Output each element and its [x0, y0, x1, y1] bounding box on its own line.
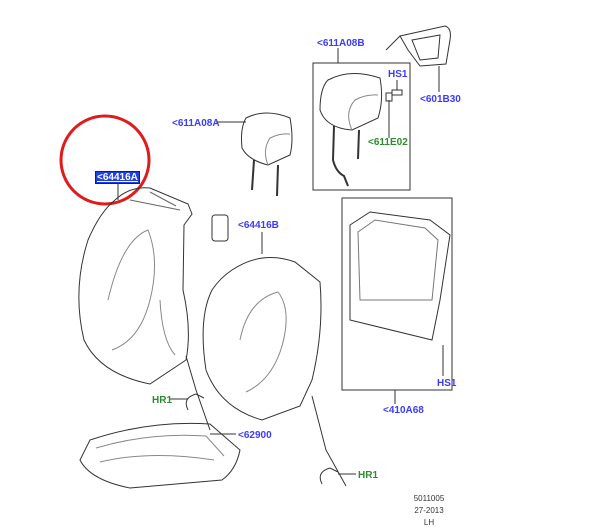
label-62900[interactable]: <62900	[238, 430, 272, 441]
label-601B30[interactable]: <601B30	[420, 94, 461, 105]
hr1-clip-right	[319, 467, 339, 485]
footer-code: 5011005	[413, 494, 445, 503]
headrest-box	[312, 62, 411, 191]
footer-date: 27-2013	[414, 506, 444, 515]
switch-part	[211, 214, 229, 242]
label-hs1-top[interactable]: HS1	[388, 69, 408, 80]
label-64416A-selected[interactable]: <64416A	[95, 171, 140, 184]
label-611E02[interactable]: <611E02	[368, 137, 408, 148]
label-hs1-bottom[interactable]: HS1	[437, 378, 457, 389]
back-panel-box	[341, 197, 453, 391]
backrest-b	[202, 257, 322, 421]
highlight-circle	[59, 114, 151, 206]
seat-cushion	[79, 422, 241, 489]
headrest-b	[319, 73, 383, 131]
label-64416B[interactable]: <64416B	[238, 220, 279, 231]
footer-side: LH	[423, 518, 435, 527]
label-410A68[interactable]: <410A68	[383, 405, 424, 416]
label-611A08A[interactable]: <611A08A	[172, 118, 220, 129]
label-611A08B[interactable]: <611A08B	[317, 38, 365, 49]
panel-frame	[399, 25, 451, 67]
headrest-a	[241, 112, 293, 166]
hr1-clip-left	[185, 393, 205, 411]
label-hr1-left[interactable]: HR1	[152, 395, 173, 406]
backrest-a	[78, 187, 193, 385]
back-panel	[349, 211, 451, 341]
label-hr1-right[interactable]: HR1	[358, 470, 379, 481]
